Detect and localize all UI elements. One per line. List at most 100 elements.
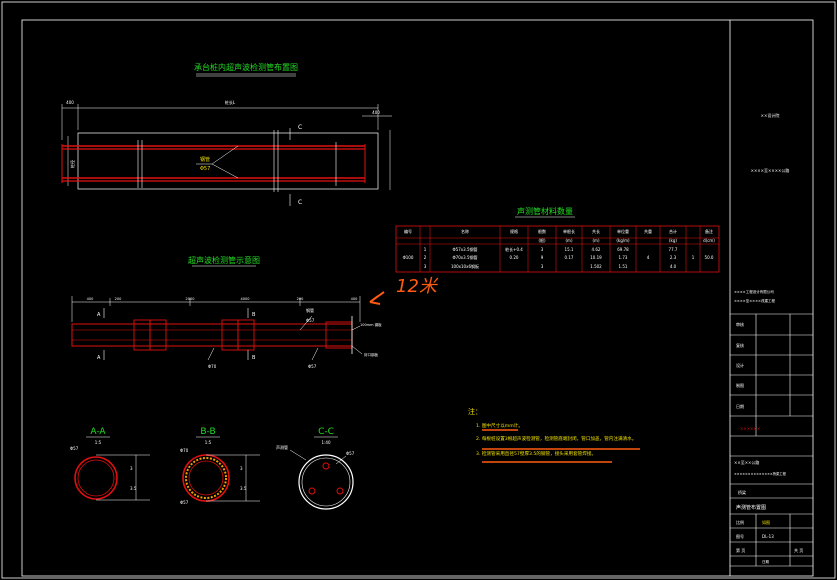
total-2: 2.3	[670, 255, 677, 260]
elev-label-joint: Φ70	[208, 364, 217, 369]
elev-dim-3: 4000	[241, 297, 250, 301]
note-1: 1. 图中尺寸以mm计。	[476, 422, 523, 429]
section-aa-scale: 1:5	[95, 440, 102, 445]
th-unit-wt: 单位重	[617, 228, 629, 234]
elev-leader-3	[351, 345, 363, 355]
elev-label-pipe: 钢管	[306, 307, 314, 313]
tb-sheet-value: 共 页	[794, 547, 803, 553]
r2-count: 9	[541, 255, 544, 260]
drawing-border	[21, 19, 814, 577]
r1-count: 3	[541, 247, 544, 252]
plan-view: 承台桩内超声波检测管布置图 400 桩长L 400 桩径 C	[61, 62, 392, 206]
elev-dim-0: 400	[87, 297, 94, 301]
plan-dim-vertical: 桩径	[69, 160, 75, 168]
elev-dim-1: 200	[115, 297, 122, 301]
th-total-len: 共长	[592, 228, 600, 234]
tb-grid	[730, 313, 813, 567]
plan-label-pipe: 钢管	[200, 156, 210, 163]
section-bb-mid	[185, 457, 227, 499]
group-label: Φ100	[403, 255, 414, 260]
tb-sheet-label: 第 页	[736, 547, 745, 553]
section-cc-pipe-3	[336, 487, 344, 495]
plan-joints	[137, 130, 337, 192]
elev-dim-2: 2000	[186, 297, 195, 301]
th-total-wt: 共重	[644, 228, 652, 234]
r2-unit: 1.73	[619, 255, 628, 260]
elev-sec-a-bottom: A	[97, 355, 101, 361]
th-spec: 规格	[510, 228, 518, 234]
r1-name: Φ57x3.5钢管	[453, 246, 478, 252]
plan-dim-left: 400	[66, 100, 74, 105]
title-block: ××设计院 ××××至××××公路 ××××工程设计有限公司 ××××至××××…	[730, 112, 813, 567]
r2-total: 10.19	[590, 255, 602, 260]
th-note: 备注	[705, 228, 713, 234]
section-bb-label-top: Φ70	[180, 448, 189, 453]
elev-dim-5: 400	[351, 297, 358, 301]
plan-leader-1	[211, 145, 239, 165]
elev-leader-5	[311, 347, 319, 361]
section-cc-title: C-C	[318, 427, 334, 437]
tb-bottom: 日期	[762, 559, 770, 564]
section-cc-label-left: 声测管	[276, 444, 288, 450]
table-outline	[395, 225, 720, 273]
handwritten-note: 12米	[396, 276, 439, 297]
r1-spec: 桩长+0.4	[505, 246, 523, 252]
section-c-bottom: C	[298, 199, 302, 206]
section-bb-inner	[188, 460, 224, 496]
section-aa-title: A-A	[90, 427, 106, 437]
elev-dim-ticks	[71, 296, 361, 322]
r2-no: 2	[424, 255, 427, 260]
tu-note: d(cm)	[703, 238, 715, 243]
section-aa-label: Φ57	[70, 446, 79, 451]
tb-project-name: ××至××公路	[734, 459, 759, 465]
section-aa-dim-b: 3.5	[130, 486, 137, 491]
elev-leader-4	[207, 347, 215, 361]
total-1: 77.7	[669, 247, 678, 252]
note-2: 2. 每根桩设置3根超声波检测管，检测管底端封闭，管口加盖，管内注满清水。	[476, 435, 636, 442]
section-bb-label-bottom: Φ57	[180, 500, 189, 505]
tu-total-wt: (kg)	[669, 238, 677, 243]
section-aa-dim-a: 3	[130, 466, 133, 471]
plan-leader-2	[211, 163, 239, 179]
r1-unit: 69.78	[617, 247, 629, 252]
r2-spec: 0.20	[510, 255, 519, 260]
elev-sec-b-top: B	[252, 312, 256, 318]
section-c-top: C	[298, 124, 302, 131]
th-name: 名称	[461, 228, 469, 234]
elev-label-joint2: Φ57	[308, 364, 317, 369]
diameter-val: 50.0	[705, 255, 714, 260]
th-sum: 合计	[669, 228, 677, 234]
r3-unit: 1.51	[619, 264, 628, 269]
r1-no: 1	[424, 247, 427, 252]
tb-project-line: ××××至××××公路	[751, 167, 790, 173]
section-aa-inner	[77, 459, 115, 497]
notes-title: 注：	[468, 407, 482, 416]
elevation-view: 超声波检测管示意图 400 200 2000 4000 200 400	[71, 255, 439, 369]
section-cc-pipe-2	[308, 487, 316, 495]
section-cc-inner	[301, 457, 351, 507]
tu-count: (根)	[538, 237, 546, 243]
section-aa-outer	[74, 456, 118, 500]
tb-no-value: DL-13	[762, 534, 774, 539]
tb-sign-4: 制图	[736, 382, 744, 388]
elev-leader-1	[299, 315, 313, 331]
r3-no: 3	[424, 264, 427, 269]
tb-sign-2: 复核	[736, 342, 744, 348]
section-bb-scale: 1:5	[205, 440, 212, 445]
tu-len: (m)	[565, 238, 572, 243]
tb-date-label: 日期	[736, 403, 744, 409]
elev-sec-a-top: A	[97, 312, 101, 318]
section-cc-scale: 1:40	[322, 440, 331, 445]
elev-leader-2	[351, 325, 361, 331]
tb-no-label: 图号	[736, 533, 744, 539]
r2-name: Φ70x3.5钢管	[453, 254, 478, 260]
th-no: 编号	[404, 228, 412, 234]
r2-len: 0.17	[565, 255, 574, 260]
r1-total: 4.62	[592, 247, 601, 252]
r3-name: 100x10x6钢板	[451, 263, 479, 269]
merge-val: 1	[692, 255, 695, 260]
tb-part: 桥梁	[738, 489, 746, 495]
material-table: 声测管材料数量 编号 名称 规格 根数 单根长 共长 单位重 共重 合计 备注 …	[395, 206, 720, 273]
